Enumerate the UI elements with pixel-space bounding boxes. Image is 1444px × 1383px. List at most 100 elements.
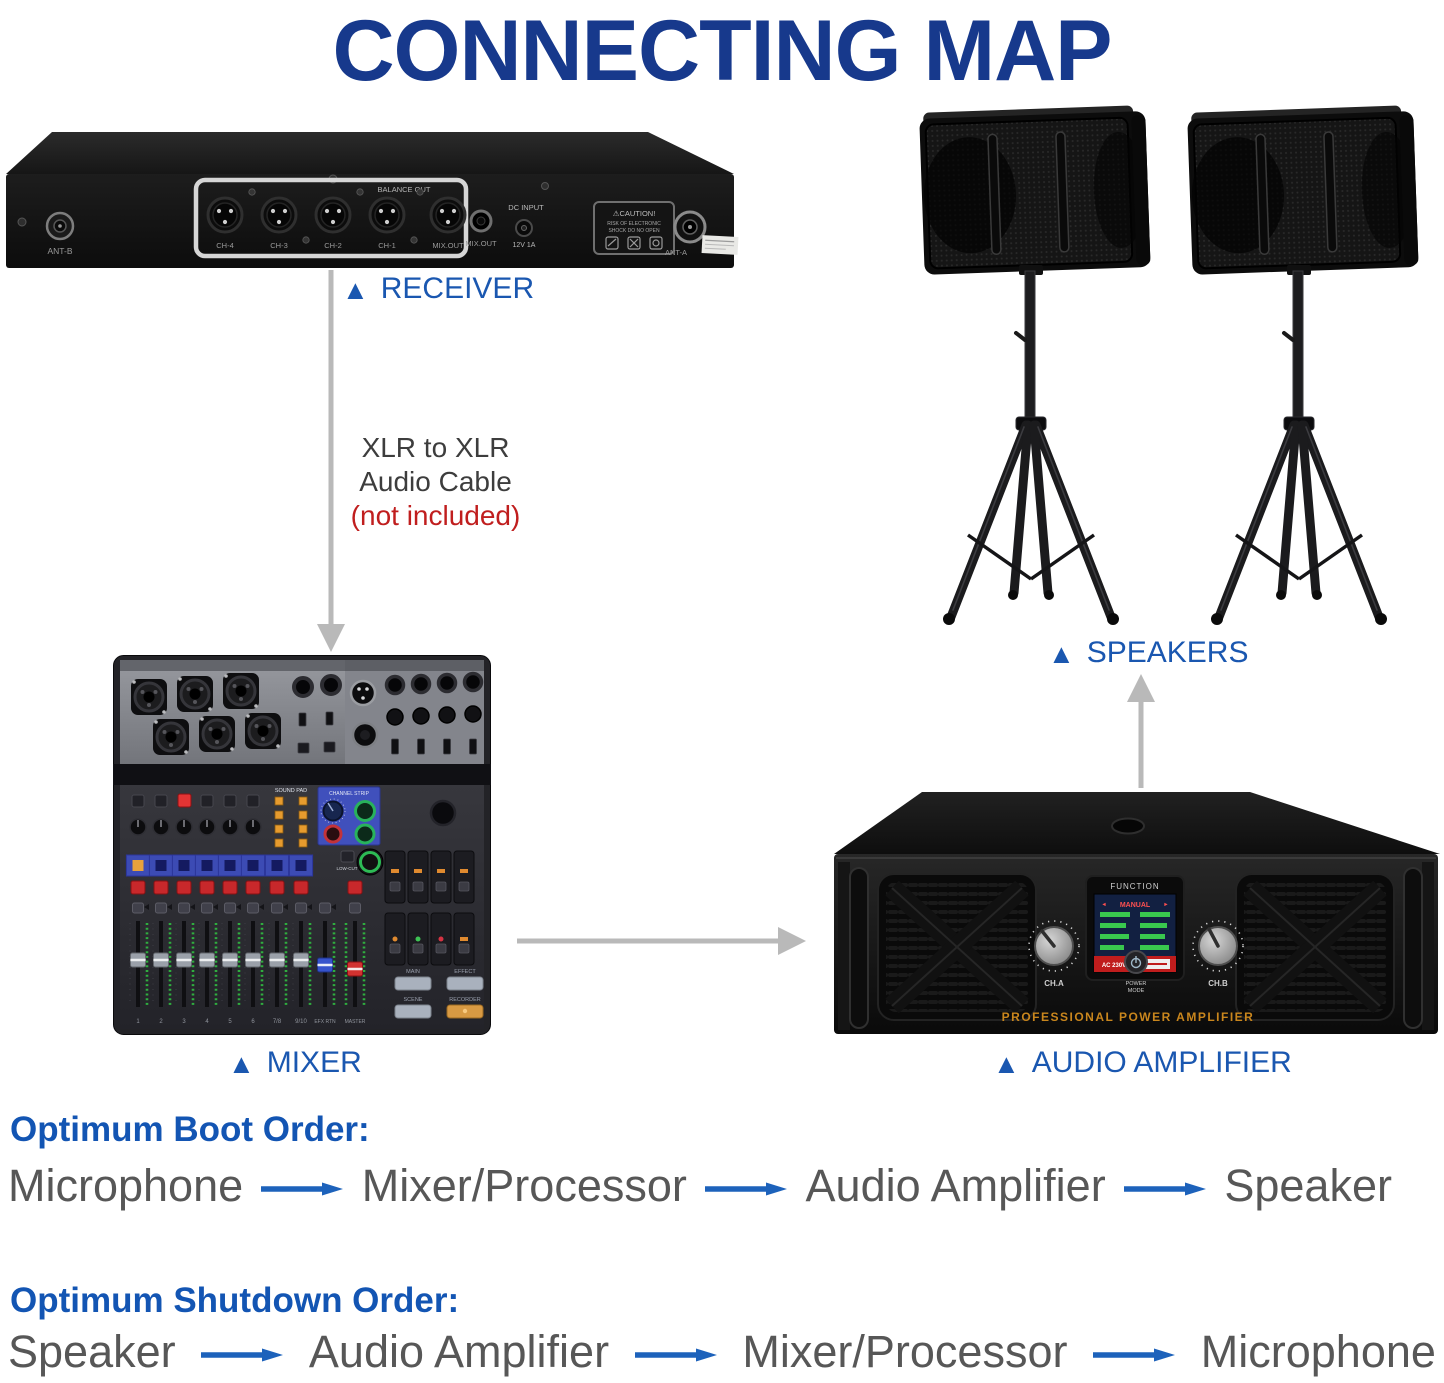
xlr-output-jacks — [206, 196, 467, 234]
svg-text:MODE: MODE — [1128, 988, 1145, 994]
mixer-efx-master-faders — [317, 880, 366, 1007]
arrow-mixer-to-amplifier — [517, 927, 806, 955]
speakers-label: ▲ SPEAKERS — [1048, 636, 1249, 669]
step-arrow-icon — [633, 1345, 719, 1365]
arrow-amplifier-to-speakers — [1127, 674, 1155, 788]
amplifier-left-vent — [878, 874, 1036, 1020]
svg-text:POWER: POWER — [1126, 981, 1147, 987]
mixer-image: SOUND PAD CHANNEL STRIP LOW-CUT — [113, 655, 491, 1035]
amplifier-power-button: POWER MODE — [1124, 950, 1148, 994]
svg-text:DC INPUT: DC INPUT — [508, 203, 544, 212]
svg-text:LOW-CUT: LOW-CUT — [337, 866, 358, 871]
receiver-image: ANT-B BALANCE OUT — [6, 132, 739, 268]
amplifier-label: ▲ AUDIO AMPLIFIER — [993, 1046, 1292, 1079]
receiver-mix-out-jack: MIX.OUT — [465, 209, 497, 248]
receiver-ant-b-connector: ANT-B — [45, 211, 75, 256]
svg-text:CH.B: CH.B — [1208, 979, 1228, 988]
svg-text:CH-1: CH-1 — [378, 241, 396, 250]
svg-text:CH-3: CH-3 — [270, 241, 288, 250]
svg-text:CH-4: CH-4 — [216, 241, 234, 250]
amplifier-right-vent — [1236, 874, 1394, 1020]
amplifier-image: FUNCTION ◄ ► MANUAL AC 230V CH.A — [834, 792, 1440, 1034]
shutdown-order-heading: Optimum Shutdown Order: — [10, 1281, 460, 1320]
svg-text:SCENE: SCENE — [404, 997, 423, 1003]
order-step: Audio Amplifier — [805, 1160, 1106, 1211]
svg-text:RISK OF ELECTRONIC: RISK OF ELECTRONIC — [607, 221, 661, 227]
mixer-right-section: MAIN EFFECT SCENE RECORDER — [384, 850, 484, 1019]
boot-order-heading: Optimum Boot Order: — [10, 1110, 370, 1149]
svg-text:FUNCTION: FUNCTION — [1110, 882, 1159, 891]
svg-text:9/10: 9/10 — [295, 1019, 307, 1025]
svg-text:MANUAL: MANUAL — [1120, 902, 1151, 909]
svg-text:⚠CAUTION!: ⚠CAUTION! — [613, 209, 656, 218]
svg-text:1: 1 — [136, 1019, 140, 1025]
svg-text:12V 1A: 12V 1A — [513, 242, 536, 249]
svg-text:2: 2 — [159, 1019, 163, 1025]
amplifier-triangle-icon: ▲ — [993, 1048, 1020, 1079]
order-step: Microphone — [1200, 1326, 1436, 1377]
order-step: Mixer/Processor — [361, 1160, 687, 1211]
cable-note: XLR to XLR Audio Cable (not included) — [348, 431, 523, 533]
svg-text:4: 4 — [205, 1019, 209, 1025]
svg-text:CH.A: CH.A — [1044, 979, 1064, 988]
svg-text:AC 230V: AC 230V — [1102, 963, 1126, 969]
cable-note-line3: (not included) — [350, 500, 521, 531]
order-step: Speaker — [8, 1326, 176, 1377]
speaker-right — [1187, 105, 1419, 625]
svg-text:ANT-A: ANT-A — [665, 248, 687, 257]
cable-note-line1: XLR to XLR — [361, 432, 510, 463]
receiver-label: ▲ RECEIVER — [342, 272, 535, 305]
receiver-caution-label: ⚠CAUTION! RISK OF ELECTRONIC SHOCK DO NO… — [593, 201, 675, 255]
speakers-image — [900, 105, 1444, 633]
svg-text:MAIN: MAIN — [406, 969, 420, 975]
amplifier-left-handle — [838, 862, 869, 1030]
amplifier-channel-a-knob: CH.A — [1028, 920, 1080, 988]
mixer-label: ▲ MIXER — [228, 1046, 362, 1079]
cable-note-line2: Audio Cable — [359, 466, 512, 497]
receiver-triangle-icon: ▲ — [342, 274, 369, 305]
svg-text:MIX.OUT: MIX.OUT — [432, 241, 464, 250]
boot-order-row: Microphone Mixer/Processor Audio Amplifier… — [8, 1160, 1392, 1212]
amplifier-channel-b-knob: CH.B — [1192, 920, 1244, 988]
svg-text:CH-2: CH-2 — [324, 241, 342, 250]
mixer-triangle-icon: ▲ — [228, 1048, 255, 1079]
svg-text:►: ► — [1163, 902, 1168, 908]
svg-text:EFX RTN: EFX RTN — [314, 1019, 336, 1025]
receiver-ant-a-connector: ANT-A — [665, 210, 739, 257]
svg-text:6: 6 — [251, 1019, 255, 1025]
order-step: Audio Amplifier — [308, 1326, 610, 1377]
receiver-balance-out-block: BALANCE OUT — [193, 177, 469, 259]
page-title: CONNECTING MAP — [332, 3, 1112, 99]
mixer-channel-strip-section: CHANNEL STRIP — [317, 786, 381, 846]
step-arrow-icon — [199, 1345, 285, 1365]
svg-text:SHOCK DO NO OPEN: SHOCK DO NO OPEN — [608, 228, 660, 234]
svg-text:5: 5 — [228, 1019, 232, 1025]
speaker-left — [919, 105, 1151, 625]
svg-text:ANT-B: ANT-B — [47, 246, 72, 256]
receiver-dc-input: DC INPUT 12V 1A — [508, 203, 544, 249]
svg-text:MIX.OUT: MIX.OUT — [465, 239, 497, 248]
svg-text:RECORDER: RECORDER — [449, 997, 481, 1003]
step-arrow-icon — [1091, 1345, 1177, 1365]
svg-text:SOUND PAD: SOUND PAD — [275, 788, 307, 794]
svg-text:7/8: 7/8 — [273, 1019, 282, 1025]
svg-text:MASTER: MASTER — [345, 1019, 366, 1025]
svg-text:CHANNEL STRIP: CHANNEL STRIP — [329, 791, 369, 797]
order-step: Mixer/Processor — [742, 1326, 1068, 1377]
step-arrow-icon — [703, 1179, 789, 1199]
svg-text:3: 3 — [182, 1019, 186, 1025]
mixer-channel-labels: 1 2 3 4 5 6 7/8 9/10 EFX RTN MASTER — [136, 1019, 365, 1025]
step-arrow-icon — [1122, 1179, 1208, 1199]
shutdown-order-row: Speaker Audio Amplifier Mixer/Processor Mic… — [8, 1326, 1436, 1378]
step-arrow-icon — [259, 1179, 345, 1199]
order-step: Speaker — [1224, 1160, 1392, 1211]
amplifier-brand-text: PROFESSIONAL POWER AMPLIFIER — [1002, 1010, 1255, 1024]
arrow-receiver-to-mixer — [317, 270, 345, 652]
order-step: Microphone — [8, 1160, 244, 1211]
svg-text:EFFECT: EFFECT — [454, 969, 476, 975]
svg-text:BALANCE OUT: BALANCE OUT — [378, 185, 431, 194]
amplifier-right-handle — [1403, 862, 1434, 1030]
speakers-triangle-icon: ▲ — [1048, 638, 1075, 669]
